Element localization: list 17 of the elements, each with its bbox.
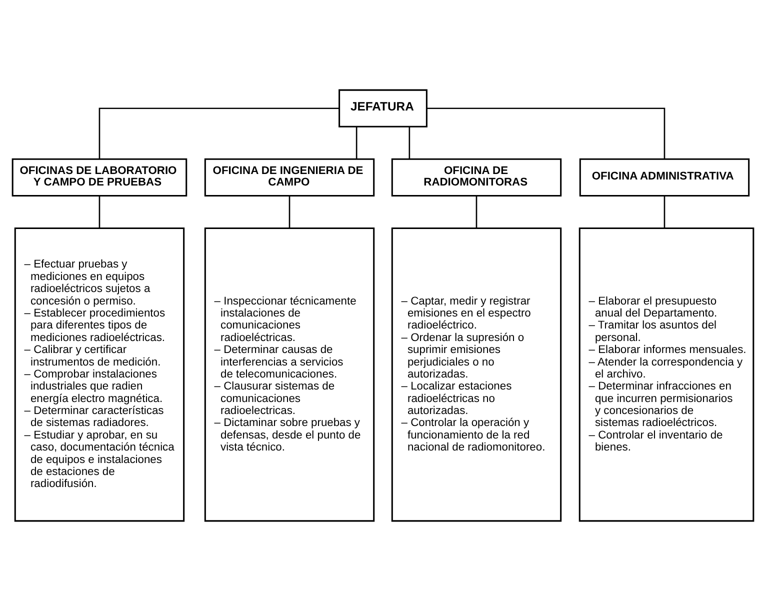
- node-box: – Elaborar el presupuesto anual del Departamento. – Tramitar los asuntos del personal. – Elaborar informes mensuales. – Atender la correspondencia y el archivo. – Determinar infracciones en que incurren permisionarios y concesionarios de sistemas radioeléctricos. – Controlar el inventario de bienes.: [578, 228, 754, 522]
- connector: [98, 108, 339, 159]
- connector: [408, 126, 410, 159]
- node-box: – Inspeccionar técnicamente instalaciones de comunicaciones radioeléctricas. – Determinar causas de interferencias a servicios de telecomunicaciones. – Clausurar sistemas de comunicaciones radioelectricas. – Dictaminar sobre pruebas y defensas, desde el punto de vista técnico.: [204, 228, 375, 522]
- connector: [426, 108, 666, 159]
- connector: [664, 196, 666, 228]
- connector: [356, 126, 358, 159]
- node-box: – Efectuar pruebas y mediciones en equipos radioeléctricos sujetos a concesión o permiso. – Establecer procedimientos para diferentes tipos de mediciones radioeléctricas. – Calibrar y certificar instrumentos de medición. – Comprobar instalaciones industriales que radien energía electro magnética. – Determinar características de sistemas radiadores. – Estudiar y aprobar, en su caso, documentación técnica de equipos e instalaciones de estaciones de radiodifusión.: [14, 228, 185, 522]
- node-box: OFICINA DE INGENIERIA DE CAMPO: [204, 158, 375, 197]
- connector: [288, 196, 290, 228]
- node-box: – Captar, medir y registrar emisiones en el espectro radioeléctrico. – Ordenar la supresión o suprimir emisiones perjudiciales o no autorizadas. – Localizar estaciones radioeléctricas no autorizadas. – Controlar la operación y funcionamiento de la red nacional de radiomonitoreo.: [391, 228, 562, 522]
- node-box: OFICINAS DE LABORATORIO Y CAMPO DE PRUEBAS: [12, 158, 188, 197]
- connector: [98, 196, 100, 228]
- node-box: OFICINA DE RADIOMONITORAS: [391, 158, 562, 197]
- node-box: OFICINA ADMINISTRATIVA: [579, 158, 750, 197]
- node-box: JEFATURA: [338, 89, 428, 128]
- connector: [476, 196, 478, 228]
